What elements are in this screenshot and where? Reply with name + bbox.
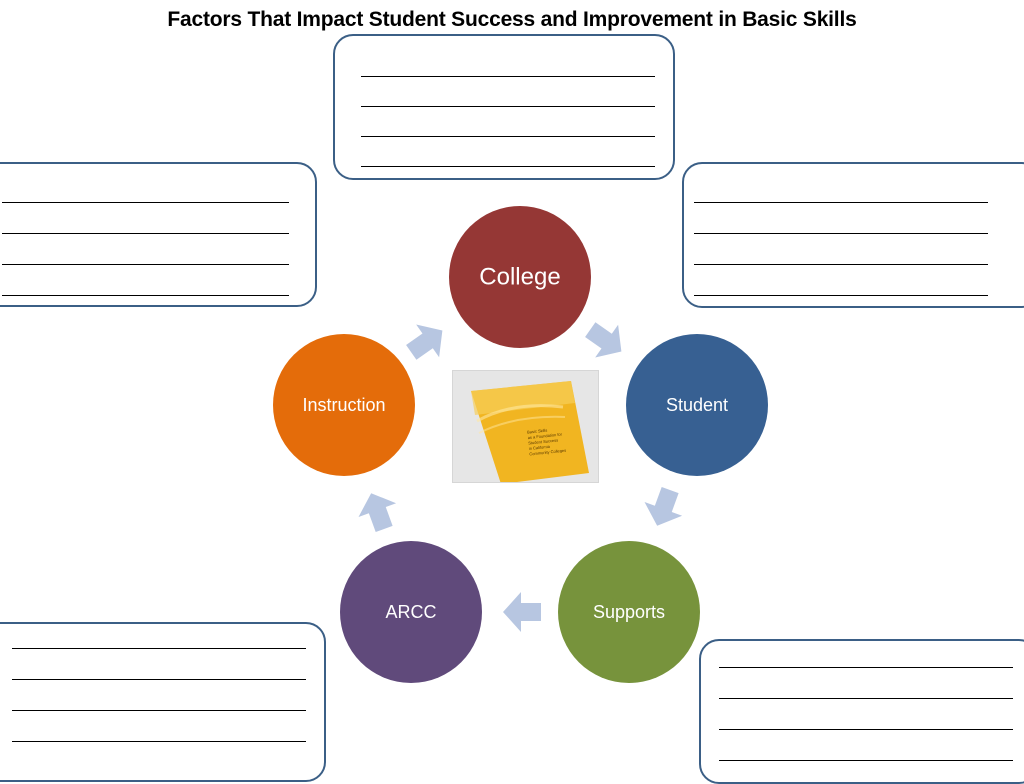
blank-line[interactable] [719, 760, 1013, 761]
cycle-node-label: Student [666, 395, 728, 415]
blank-line[interactable] [719, 729, 1013, 730]
cycle-node-label: Supports [593, 602, 665, 622]
book-cover-swirl [478, 415, 566, 434]
cycle-node-student [626, 334, 768, 476]
book-cover-text: Community Colleges [529, 448, 566, 457]
book-cover-swirl [476, 404, 564, 423]
blank-line[interactable] [12, 710, 306, 711]
cycle-arrow-icon [585, 322, 622, 358]
note-box-top[interactable] [333, 34, 675, 180]
book-cover-text: Basic Skills [527, 428, 548, 435]
blank-line[interactable] [719, 667, 1013, 668]
cycle-node-college [449, 206, 591, 348]
blank-line[interactable] [719, 698, 1013, 699]
page-title: Factors That Impact Student Success and … [167, 8, 857, 31]
blank-line[interactable] [361, 76, 655, 77]
cycle-node-label: Instruction [302, 395, 385, 415]
blank-line[interactable] [361, 136, 655, 137]
book-cover-text: as a Foundation for [527, 431, 562, 440]
cycle-node-label: ARCC [385, 602, 436, 622]
note-box-bottom-right[interactable] [699, 639, 1024, 784]
blank-line[interactable] [2, 295, 289, 296]
cycle-arrow-icon [503, 592, 541, 632]
blank-line[interactable] [12, 741, 306, 742]
cycle-arrow-icon [406, 324, 443, 360]
cycle-node-label: College [479, 264, 560, 291]
note-box-left[interactable] [0, 162, 317, 307]
blank-line[interactable] [694, 202, 988, 203]
cycle-arrow-icon [358, 493, 397, 532]
blank-line[interactable] [12, 648, 306, 649]
blank-line[interactable] [2, 264, 289, 265]
blank-line[interactable] [12, 679, 306, 680]
cycle-node-arcc [340, 541, 482, 683]
blank-line[interactable] [694, 295, 988, 296]
blank-line[interactable] [361, 106, 655, 107]
blank-line[interactable] [694, 264, 988, 265]
book-cover-text: Student Success [528, 437, 558, 445]
cycle-arrow-icon [644, 487, 683, 526]
note-box-right[interactable] [682, 162, 1024, 308]
blank-line[interactable] [2, 233, 289, 234]
book-cover-text: in California [529, 444, 551, 451]
cycle-arrows [358, 322, 683, 632]
cycle-node-instruction [273, 334, 415, 476]
book-cover-highlight [471, 381, 575, 415]
blank-line[interactable] [694, 233, 988, 234]
cycle-node-supports [558, 541, 700, 683]
blank-line[interactable] [2, 202, 289, 203]
blank-line[interactable] [361, 166, 655, 167]
